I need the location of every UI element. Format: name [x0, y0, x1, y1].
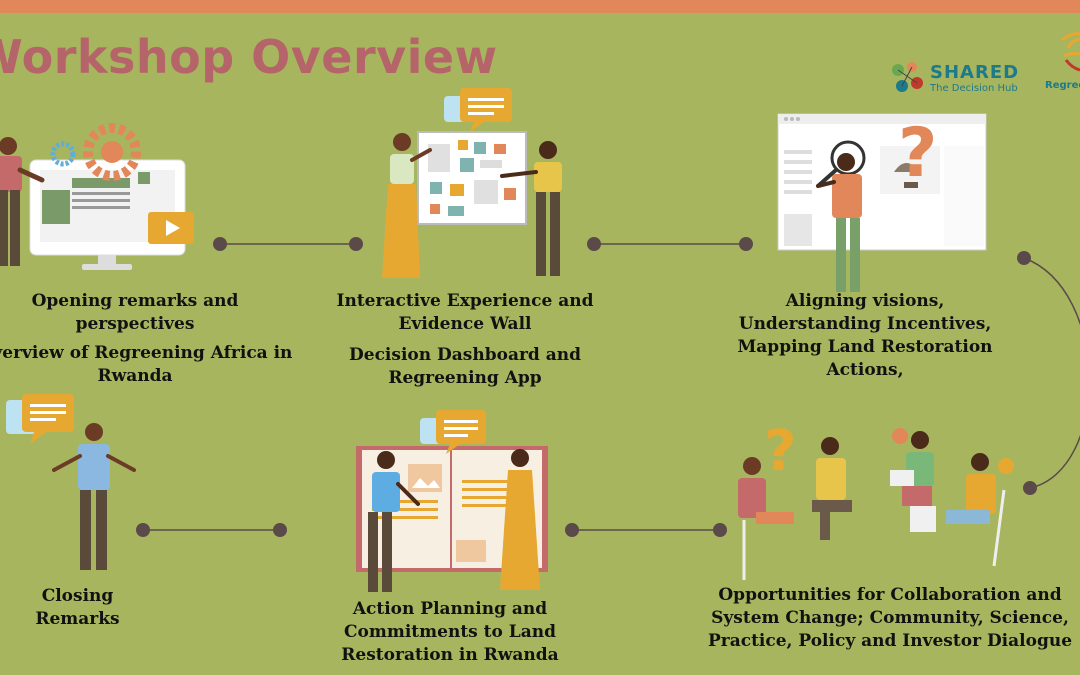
regreening-logo-icon — [1061, 32, 1080, 72]
connector-s4-s5 — [565, 523, 727, 537]
step-caption-opening-remarks: Opening remarks and perspectives Overvie… — [0, 290, 300, 388]
shared-logo: SHARED The Decision Hub — [890, 60, 1040, 96]
step-caption-evidence-wall: Interactive Experience and Evidence Wall… — [320, 290, 610, 390]
top-accent-bar — [0, 0, 1080, 13]
svg-text:?: ? — [764, 419, 796, 484]
shared-logo-wordmark: SHARED — [930, 62, 1020, 83]
step-text: Action Planning and Commitments to Land … — [341, 599, 559, 665]
step-caption-aligning-visions: Aligning visions, Understanding Incentiv… — [730, 290, 1000, 382]
shared-logo-tagline: The Decision Hub — [930, 83, 1018, 94]
step-text: Aligning visions, Understanding Incentiv… — [737, 291, 993, 380]
connector-s3-s4 — [1017, 251, 1080, 495]
step-caption-closing-remarks: Closing Remarks — [0, 585, 155, 631]
step-caption-collaboration: Opportunities for Collaboration and Syst… — [700, 584, 1080, 653]
page-title: Workshop Overview — [0, 30, 498, 84]
step-text: Interactive Experience and Evidence Wall — [336, 291, 594, 334]
connector-s1-s2 — [213, 237, 363, 251]
step-text: Opportunities for Collaboration and Syst… — [707, 585, 1073, 651]
step-text: Opening remarks and perspectives — [31, 291, 239, 334]
shared-logo-icon — [892, 62, 923, 92]
connector-s5-s6 — [136, 523, 287, 537]
svg-text:?: ? — [898, 114, 937, 193]
step-caption-action-planning: Action Planning and Commitments to Land … — [330, 598, 570, 667]
step-text: Decision Dashboard and Regreening App — [349, 345, 581, 388]
step-text: Overview of Regreening Africa in Rwanda — [0, 343, 293, 386]
regreening-logo-wordmark: Regree — [1045, 80, 1080, 91]
connector-s2-s3 — [587, 237, 753, 251]
step-text: Closing Remarks — [35, 586, 120, 629]
